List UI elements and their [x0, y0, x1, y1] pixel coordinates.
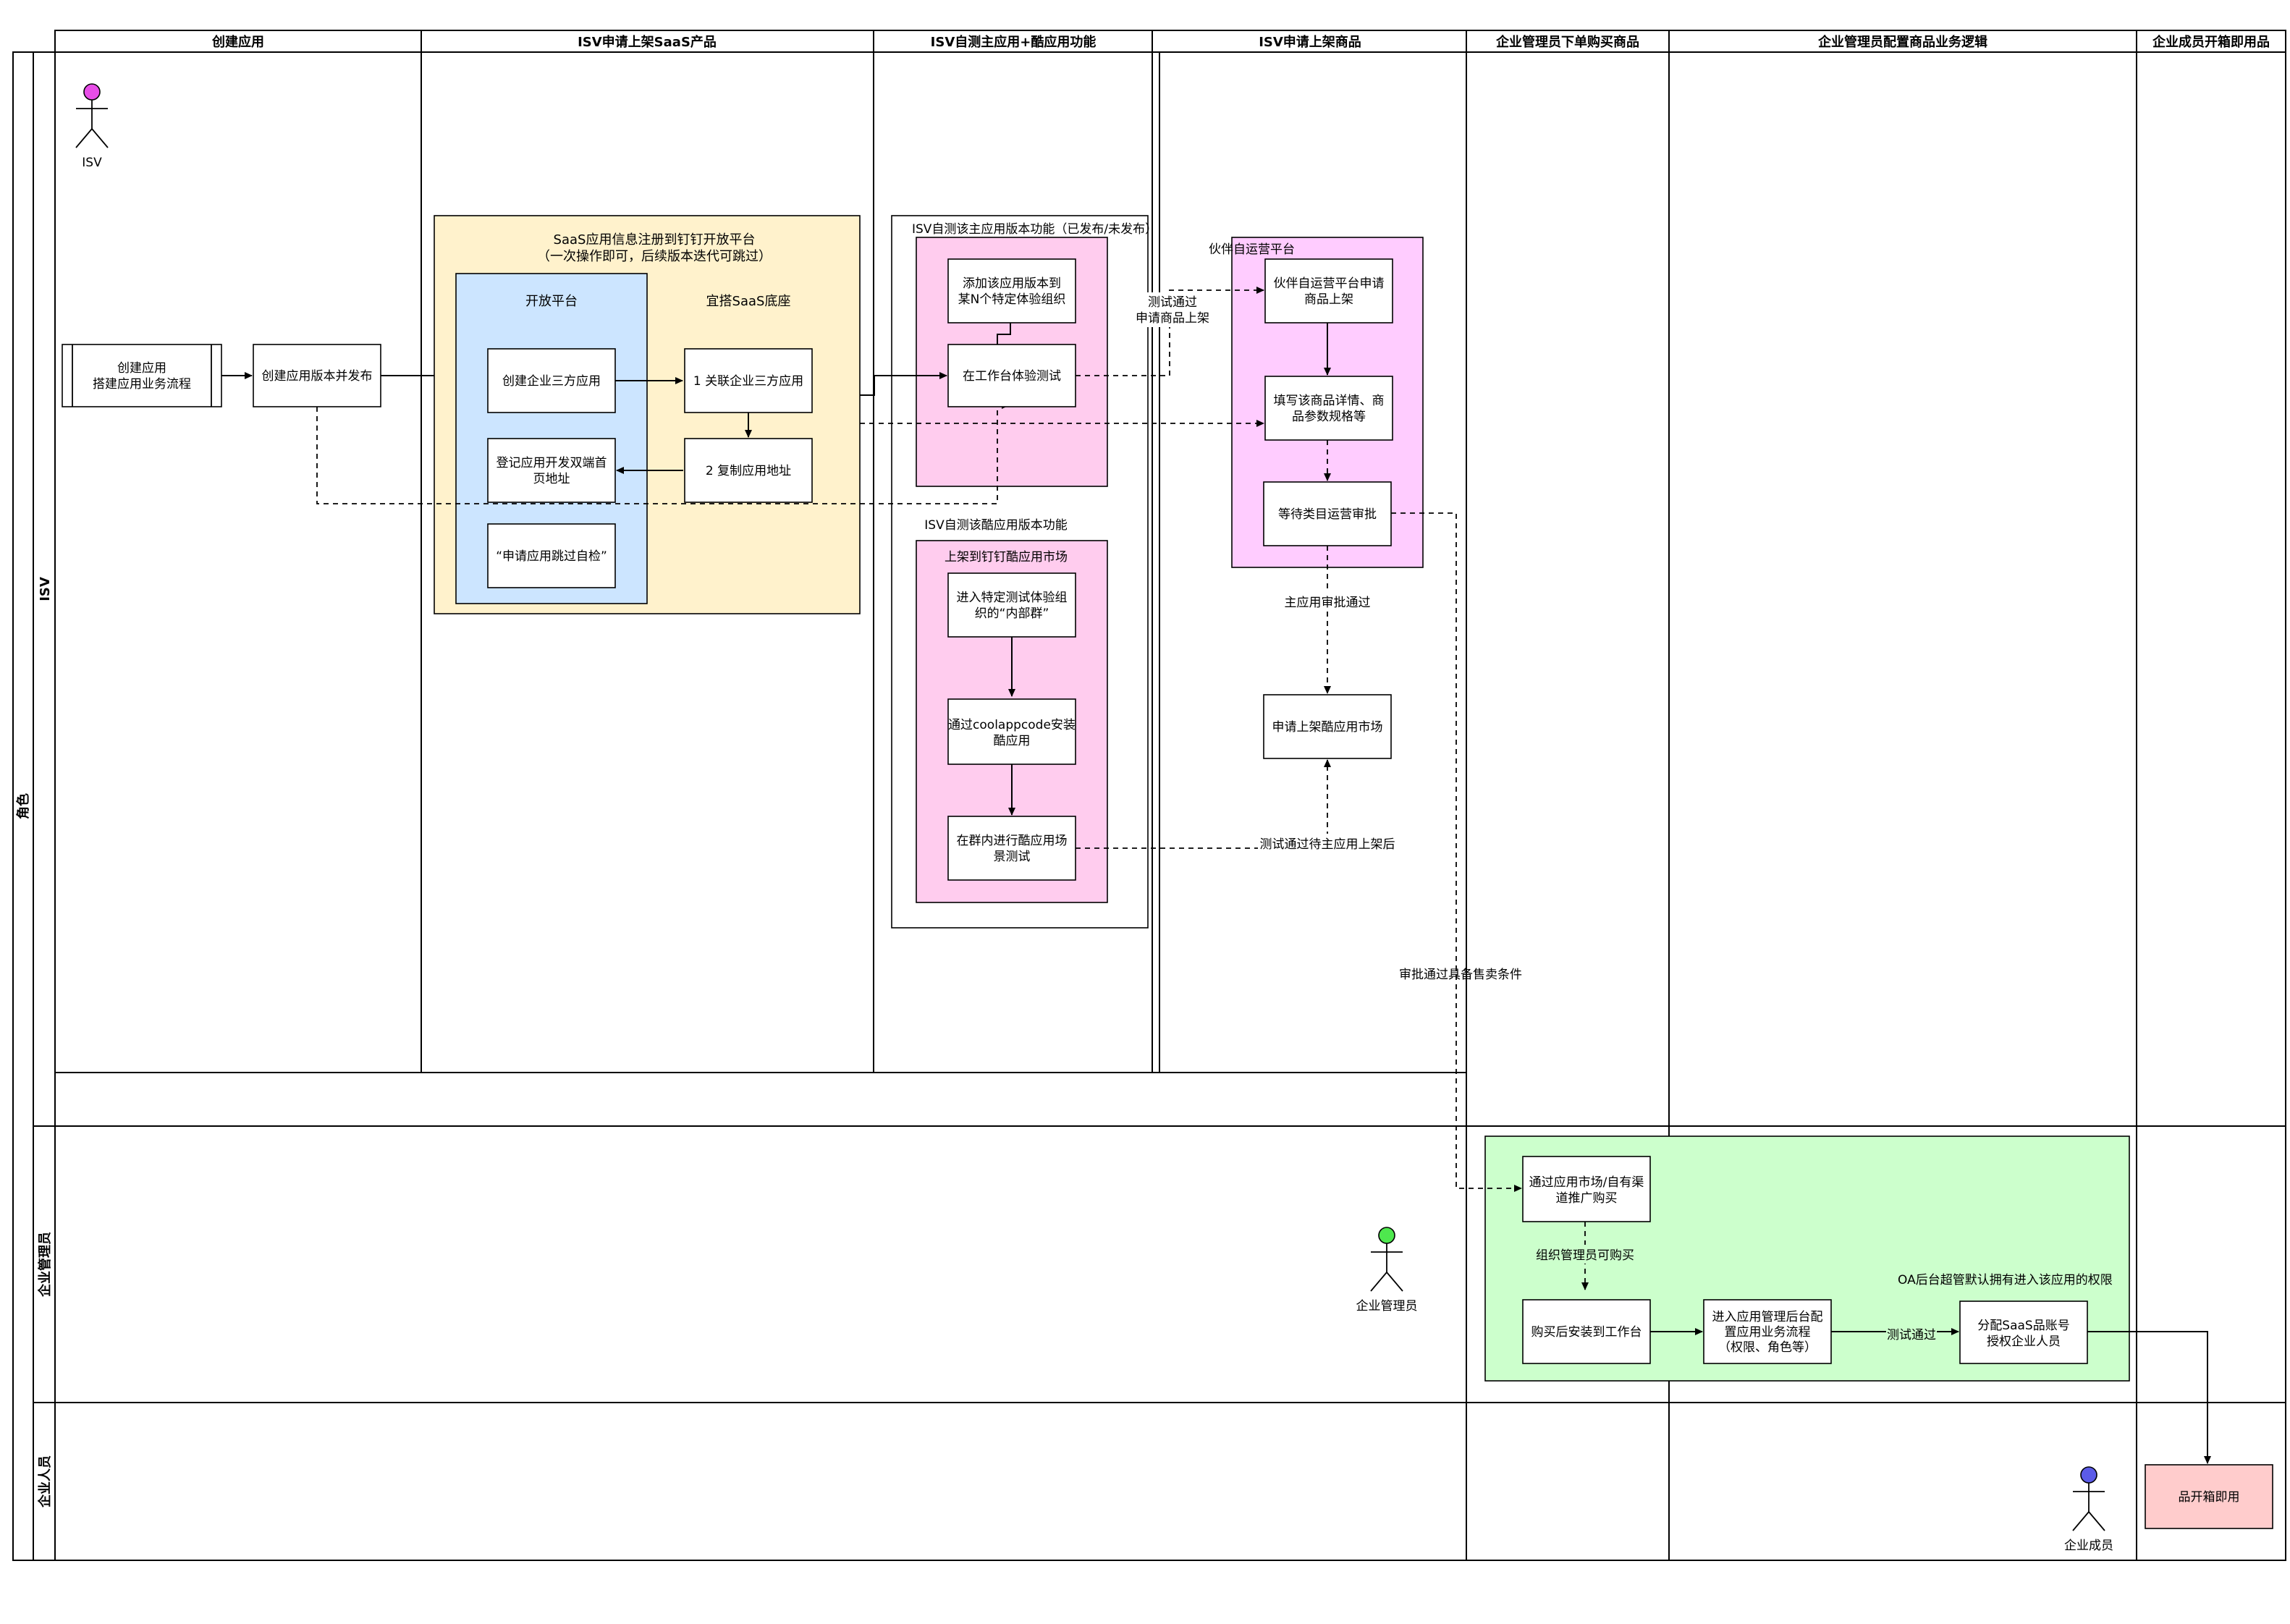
config-app-box: 进入应用管理后台配 置应用业务流程 （权限、角色等）	[1703, 1299, 1832, 1364]
apply-cool-market-box: 申请上架酷应用市场	[1263, 694, 1392, 759]
edge-saas-to-workbench	[860, 372, 947, 396]
actor-isv: ISV	[75, 83, 109, 170]
enter-group-box: 进入特定测试体验组 织的“内部群”	[947, 572, 1076, 638]
svg-text:在工作台体验测试: 在工作台体验测试	[963, 369, 1061, 384]
actor-member-head	[2080, 1466, 2097, 1484]
svg-text:2 复制应用地址: 2 复制应用地址	[706, 464, 791, 478]
svg-text:通过coolappcode安装: 通过coolappcode安装	[948, 718, 1076, 732]
link-third-app-box: 1 关联企业三方应用	[684, 348, 813, 413]
svg-text:创建应用: 创建应用	[117, 361, 166, 376]
svg-text:某N个特定体验组织: 某N个特定体验组织	[958, 292, 1066, 307]
svg-text:织的“内部群”: 织的“内部群”	[975, 606, 1049, 621]
lane-label-admin: 企业管理员	[37, 1232, 53, 1298]
svg-text:填写该商品详情、商: 填写该商品详情、商	[1274, 394, 1385, 408]
svg-text:品参数规格等: 品参数规格等	[1292, 410, 1366, 424]
scene-test-box: 在群内进行酷应用场 景测试	[947, 816, 1076, 881]
register-address-box: 登记应用开发双端首 页地址	[487, 438, 616, 503]
actor-admin-label: 企业管理员	[1356, 1299, 1418, 1314]
svg-text:通过应用市场/自有渠: 通过应用市场/自有渠	[1529, 1175, 1644, 1190]
add-version-box: 添加该应用版本到 某N个特定体验组织	[947, 258, 1076, 323]
wait-review-box: 等待类目运营审批	[1263, 481, 1392, 546]
edge-wait-to-buy	[1391, 512, 1522, 1192]
svg-text:分配SaaS品账号: 分配SaaS品账号	[1977, 1319, 2069, 1333]
svg-text:页地址: 页地址	[533, 472, 570, 486]
self-test-cool-label: ISV自测该酷应用版本功能	[924, 518, 1067, 533]
column-header-admin-purchase: 企业管理员下单购买商品	[1495, 34, 1639, 50]
svg-text:登记应用开发双端首: 登记应用开发双端首	[497, 456, 607, 470]
open-platform-label: 开放平台	[525, 294, 578, 309]
column-header-member-use: 企业成员开箱即用品	[2152, 34, 2270, 50]
svg-text:置应用业务流程: 置应用业务流程	[1725, 1325, 1811, 1340]
edge-label-test-pass-assign: 测试通过	[1887, 1328, 1936, 1342]
skip-check-box: “申请应用跳过自检”	[487, 523, 616, 588]
ready-use-box: 品开箱即用	[2145, 1464, 2273, 1529]
svg-text:品开箱即用: 品开箱即用	[2179, 1490, 2240, 1505]
workbench-test-box: 在工作台体验测试	[947, 344, 1076, 407]
actor-admin-head	[1378, 1227, 1395, 1244]
svg-text:授权企业人员: 授权企业人员	[1987, 1335, 2061, 1349]
svg-text:搭建应用业务流程: 搭建应用业务流程	[93, 377, 191, 392]
edge-label-sellable: 审批通过具备售卖条件	[1399, 968, 1522, 982]
svg-text:进入特定测试体验组: 进入特定测试体验组	[957, 591, 1068, 605]
lane-label-member: 企业人员	[37, 1455, 53, 1508]
actor-isv-label: ISV	[82, 156, 102, 170]
svg-text:（权限、角色等）: （权限、角色等）	[1718, 1340, 1817, 1355]
buy-box: 通过应用市场/自有渠 道推广购买	[1522, 1156, 1651, 1222]
svg-text:商品上架: 商品上架	[1304, 292, 1353, 307]
svg-text:“申请应用跳过自检”: “申请应用跳过自检”	[496, 549, 607, 564]
edge-label-apply-goods: 申请商品上架	[1136, 311, 1209, 326]
self-test-main-label: ISV自测该主应用版本功能（已发布/未发布）	[912, 222, 1157, 237]
column-header-isv-apply-goods: ISV申请上架商品	[1259, 34, 1361, 50]
svg-text:1 关联企业三方应用: 1 关联企业三方应用	[693, 374, 803, 389]
actor-member: 企业成员	[2064, 1466, 2113, 1553]
svg-text:添加该应用版本到: 添加该应用版本到	[963, 276, 1061, 291]
lane-label-isv: ISV	[38, 577, 53, 601]
create-app-box: 创建应用 搭建应用业务流程	[62, 344, 222, 407]
column-header-row: 创建应用 ISV申请上架SaaS产品 ISV自测主应用+酷应用功能 ISV申请上…	[54, 30, 2286, 1560]
pool-label: 角色	[15, 793, 31, 819]
partner-apply-box: 伙伴自运营平台申请 商品上架	[1264, 258, 1393, 323]
create-version-box: 创建应用版本并发布	[253, 344, 381, 407]
actor-isv-head	[83, 83, 101, 101]
column-header-admin-config: 企业管理员配置商品业务逻辑	[1817, 34, 1987, 50]
install-cool-app-box: 通过coolappcode安装 酷应用	[947, 698, 1076, 765]
edge-workbench-to-partner	[1076, 287, 1264, 376]
svg-text:景测试: 景测试	[994, 850, 1031, 864]
actor-member-label: 企业成员	[2064, 1539, 2113, 1553]
svg-text:创建企业三方应用: 创建企业三方应用	[502, 374, 601, 389]
edge-label-main-approved: 主应用审批通过	[1285, 596, 1371, 610]
svg-text:等待类目运营审批: 等待类目运营审批	[1278, 507, 1377, 522]
install-workbench-box: 购买后安装到工作台	[1522, 1299, 1651, 1364]
lane-labels: 角色 ISV 企业管理员 企业人员	[15, 577, 53, 1508]
partner-platform-label: 伙伴自运营平台	[1209, 242, 1295, 257]
edge-label-test-pass: 测试通过	[1148, 295, 1197, 310]
svg-text:伙伴自运营平台申请: 伙伴自运营平台申请	[1274, 276, 1385, 291]
svg-text:酷应用: 酷应用	[994, 734, 1031, 748]
edge-assign-to-ready	[2086, 1331, 2211, 1464]
svg-text:在群内进行酷应用场: 在群内进行酷应用场	[957, 834, 1068, 848]
edge-scene-to-apply-market	[1076, 759, 1331, 849]
oa-note: OA后台超管默认拥有进入该应用的权限	[1898, 1273, 2113, 1287]
actor-admin: 企业管理员	[1356, 1227, 1418, 1314]
svg-text:申请上架酷应用市场: 申请上架酷应用市场	[1272, 720, 1383, 735]
assign-account-box: 分配SaaS品账号 授权企业人员	[1959, 1301, 2088, 1364]
saas-group-title: SaaS应用信息注册到钉钉开放平台	[554, 232, 756, 248]
svg-text:创建应用版本并发布: 创建应用版本并发布	[262, 369, 373, 384]
saas-group-subtitle: （一次操作即可，后续版本迭代可跳过）	[537, 249, 772, 264]
edge-labels: 测试通过 申请商品上架 主应用审批通过 测试通过待主应用上架后 审批通过具备售卖…	[1136, 292, 1937, 1342]
column-header-isv-self-test: ISV自测主应用+酷应用功能	[931, 34, 1097, 50]
cool-market-label: 上架到钉钉酷应用市场	[945, 550, 1068, 564]
edge-label-after-main-listed: 测试通过待主应用上架后	[1260, 837, 1395, 852]
edge-label-admin-can-buy: 组织管理员可购买	[1536, 1248, 1634, 1263]
svg-text:购买后安装到工作台: 购买后安装到工作台	[1531, 1325, 1642, 1340]
column-header-create-app: 创建应用	[211, 34, 264, 50]
svg-text:道推广购买: 道推广购买	[1556, 1191, 1618, 1206]
create-third-app-box: 创建企业三方应用	[487, 348, 616, 413]
copy-address-box: 2 复制应用地址	[684, 438, 813, 503]
yida-base-label: 宜搭SaaS底座	[706, 294, 791, 309]
fill-detail-box: 填写该商品详情、商 品参数规格等	[1264, 376, 1393, 441]
svg-text:进入应用管理后台配: 进入应用管理后台配	[1712, 1310, 1823, 1324]
column-header-isv-apply-saas: ISV申请上架SaaS产品	[578, 34, 717, 50]
